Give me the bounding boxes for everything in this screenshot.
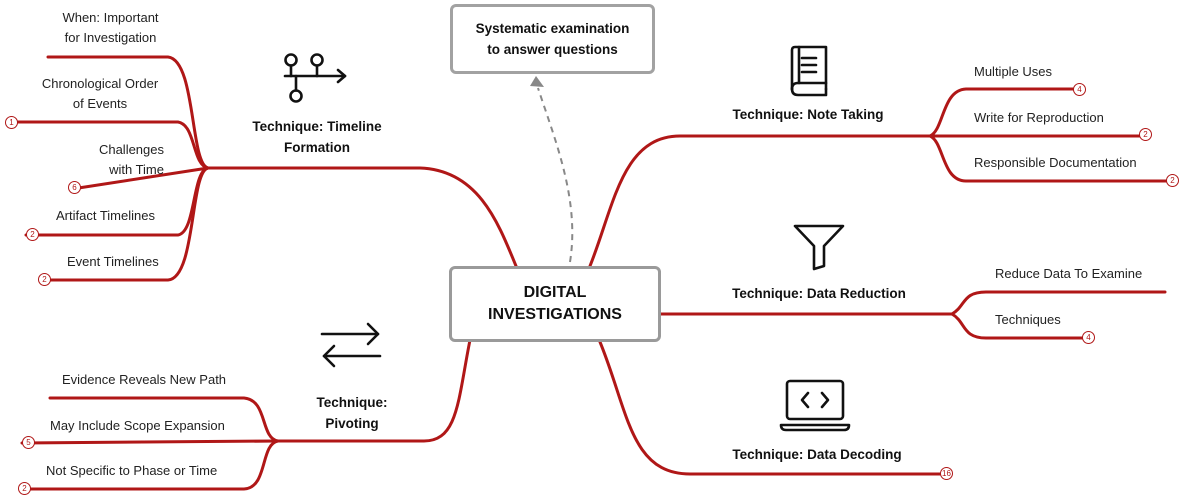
count-badge[interactable]: 2: [1166, 174, 1179, 187]
topic-event-timelines[interactable]: Event Timelines: [67, 254, 159, 269]
topic-when-important[interactable]: When: Important for Investigation: [62, 10, 159, 45]
branch-pivoting-title[interactable]: Technique: Pivoting: [300, 392, 404, 434]
topic-artifact-timelines[interactable]: Artifact Timelines: [56, 208, 155, 223]
count-badge[interactable]: 6: [68, 181, 81, 194]
root-line1: DIGITAL: [523, 284, 587, 301]
topic-chronological-order[interactable]: Chronological Order of Events: [41, 76, 159, 111]
count-badge[interactable]: 5: [22, 436, 35, 449]
callout-line1: Systematic examination: [475, 21, 630, 36]
topic-multiple-uses[interactable]: Multiple Uses: [974, 64, 1053, 79]
root-line2: INVESTIGATIONS: [488, 306, 622, 323]
topic-reduce-data-to-examine[interactable]: Reduce Data To Examine: [995, 266, 1143, 281]
branch-timeline-title-line2: Formation: [284, 140, 350, 155]
link-data-decoding: [598, 340, 948, 476]
topic-may-include-scope-expansion[interactable]: May Include Scope Expansion: [50, 418, 225, 433]
topic-evidence-reveals-new-path[interactable]: Evidence Reveals New Path: [62, 372, 227, 387]
branch-note-taking-title[interactable]: Technique: Note Taking: [732, 107, 884, 122]
topic-techniques[interactable]: Techniques: [995, 312, 1061, 327]
count-badge[interactable]: 1: [5, 116, 18, 129]
count-badge[interactable]: 2: [18, 482, 31, 495]
callout-box[interactable]: Systematic examination to answer questio…: [450, 4, 655, 74]
link-note-taking: [588, 134, 932, 268]
swap-arrows-icon: [320, 322, 382, 368]
count-badge[interactable]: 4: [1082, 331, 1095, 344]
topic-challenges-with-time[interactable]: Challenges with Time: [98, 142, 164, 177]
branch-data-reduction-title[interactable]: Technique: Data Reduction: [732, 286, 906, 301]
book-icon: [790, 45, 828, 97]
count-badge[interactable]: 2: [38, 273, 51, 286]
branch-timeline-title-line1: Technique: Timeline: [252, 119, 382, 134]
callout-line2: to answer questions: [487, 42, 618, 57]
branch-timeline-title[interactable]: Technique: Timeline Formation: [230, 116, 404, 158]
funnel-icon: [793, 224, 845, 271]
flow-diagram-icon: [283, 53, 347, 103]
topic-responsible-documentation[interactable]: Responsible Documentation: [974, 155, 1137, 170]
branch-pivoting-title-line2: Pivoting: [325, 416, 379, 431]
count-badge[interactable]: 4: [1073, 83, 1086, 96]
count-badge[interactable]: 16: [940, 467, 953, 480]
count-badge[interactable]: 2: [26, 228, 39, 241]
link-pivoting: [276, 338, 472, 443]
branch-data-decoding-title[interactable]: Technique: Data Decoding: [732, 447, 902, 462]
code-window-icon: [779, 379, 851, 432]
link-timeline: [206, 166, 518, 268]
count-badge[interactable]: 2: [1139, 128, 1152, 141]
branch-pivoting-title-line1: Technique:: [316, 395, 388, 410]
topic-not-specific-to-phase[interactable]: Not Specific to Phase or Time: [46, 463, 218, 478]
root-node[interactable]: DIGITAL INVESTIGATIONS: [449, 266, 661, 342]
topic-write-for-reproduction[interactable]: Write for Reproduction: [974, 110, 1104, 125]
